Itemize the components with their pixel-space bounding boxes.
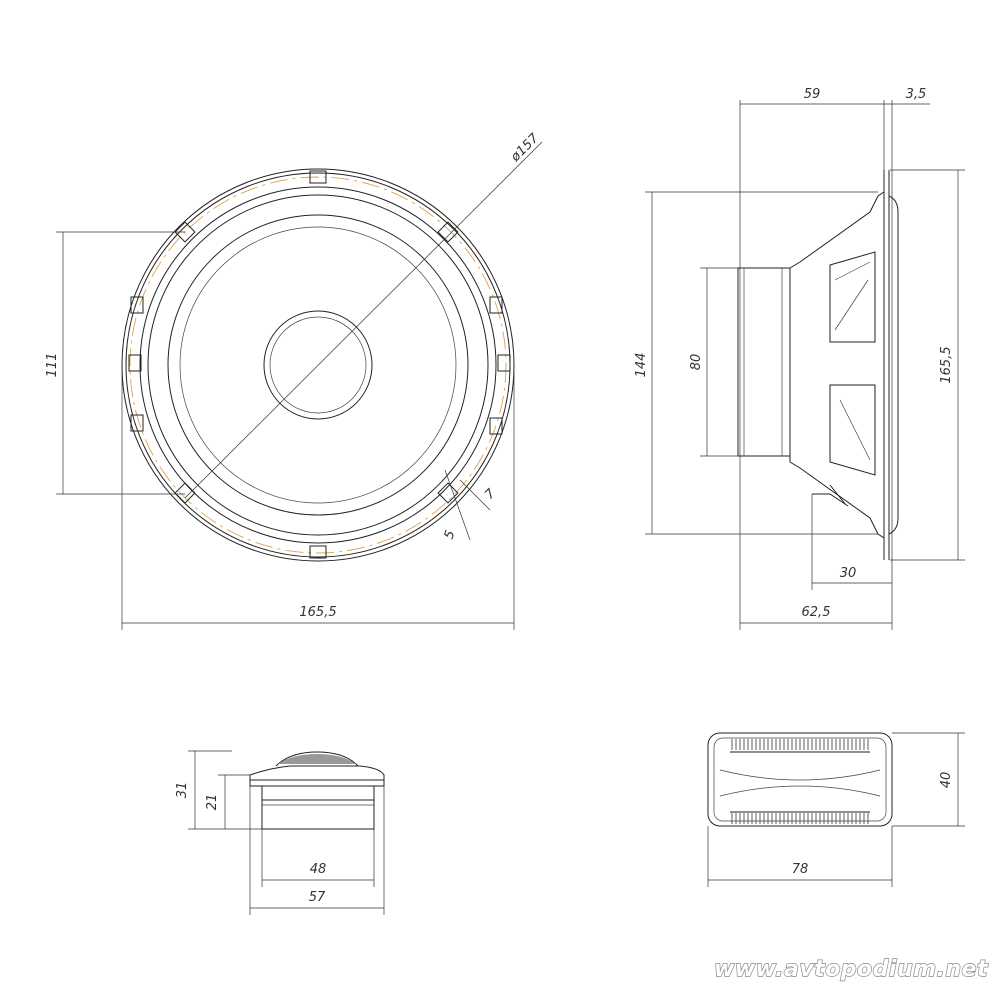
diameter-line	[184, 141, 543, 499]
dim-crossover-height: 40	[939, 772, 954, 789]
dim-crossover-width: 78	[792, 862, 809, 877]
dim-tab-b: 7	[482, 486, 499, 503]
watermark: www.avtopodium.net	[714, 957, 989, 982]
dim-magnet: 80	[689, 354, 704, 371]
front-view: ø157 111 165,5 5 7	[45, 131, 543, 630]
dim-tab-a: 5	[442, 528, 459, 541]
dim-height-front: 111	[45, 353, 60, 378]
dim-tweeter-inner-width: 48	[310, 862, 327, 877]
side-view: 59 3,5 165,5 144 80 30 62,5	[634, 87, 965, 630]
dim-diameter: ø157	[508, 131, 543, 166]
crossover-view: 40 78	[707, 732, 965, 887]
dim-tweeter-outer-width: 57	[309, 890, 326, 905]
crossover-ribs-bottom	[731, 813, 869, 824]
crossover-ribs-top	[731, 739, 869, 750]
dim-tweeter-height-total: 31	[175, 782, 190, 799]
mounting-tabs	[128, 170, 511, 559]
dim-flange: 3,5	[906, 87, 927, 102]
dim-height-outer: 165,5	[939, 346, 954, 383]
dim-depth-top: 59	[804, 87, 821, 102]
dim-tweeter-height-body: 21	[205, 794, 220, 811]
dim-height-inner: 144	[634, 353, 649, 378]
tweeter-view: 31 21 48 57	[175, 750, 385, 915]
dim-width-front: 165,5	[299, 605, 336, 620]
dim-base: 30	[840, 566, 857, 581]
dim-total-depth: 62,5	[802, 605, 831, 620]
